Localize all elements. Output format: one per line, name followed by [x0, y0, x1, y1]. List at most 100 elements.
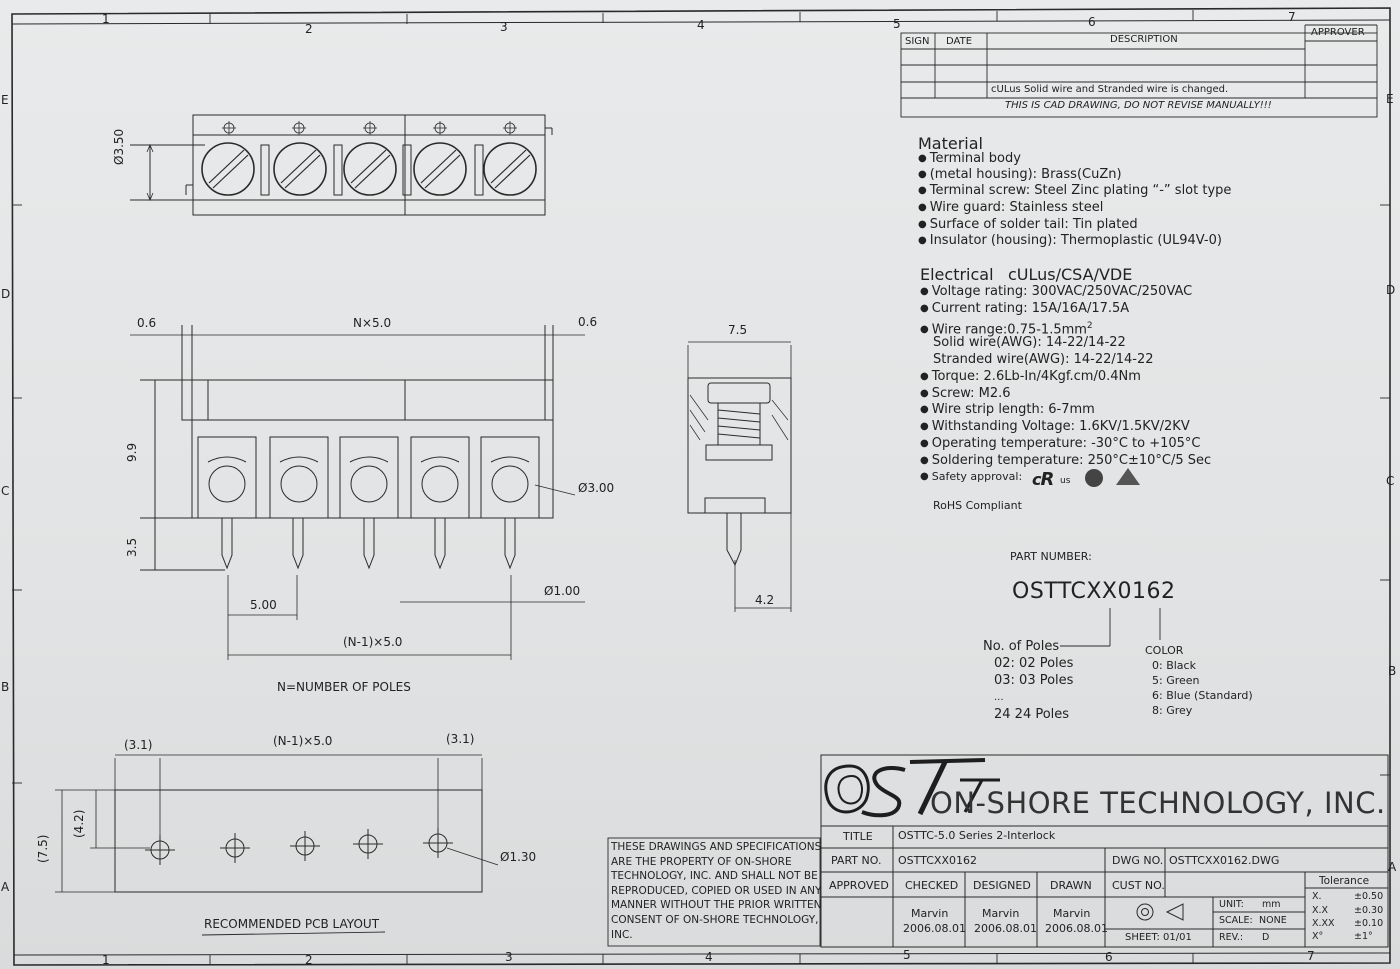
title-block-lines	[820, 754, 1389, 948]
tolerance-key: X.XX	[1312, 918, 1335, 929]
proprietary-box	[607, 837, 821, 947]
dim-pin-diameter: Ø1.00	[544, 584, 581, 598]
wire-range-superscript: 2	[1086, 321, 1093, 331]
designed-label: DESIGNED	[973, 879, 1031, 892]
rev-label: REV.:	[1219, 932, 1244, 943]
color-option: 8: Grey	[1152, 704, 1193, 717]
zone-top-3: 3	[500, 20, 508, 34]
material-item: Surface of solder tail: Tin plated	[918, 217, 1138, 235]
material-item: Wire guard: Stainless steel	[918, 200, 1104, 218]
rev-header-sign: SIGN	[905, 36, 930, 47]
ost-logo-mark	[824, 758, 1000, 818]
dwgno-label: DWG NO.	[1112, 854, 1164, 867]
dim-side-offset: 4.2	[755, 593, 775, 607]
zone-bottom-3: 3	[505, 950, 513, 964]
csa-logo-icon	[1085, 469, 1103, 487]
electrical-current: Current rating: 15A/16A/17.5A	[920, 301, 1129, 319]
scale-value: NONE	[1259, 915, 1287, 926]
rev-header-approver: APPROVER	[1311, 27, 1365, 38]
checked-date: 2006.08.01	[903, 922, 966, 935]
zone-bottom-5: 5	[903, 948, 911, 962]
proprietary-line: ARE THE PROPERTY OF ON-SHORE	[611, 855, 792, 868]
zone-bottom-1: 1	[102, 953, 110, 967]
color-heading: COLOR	[1145, 644, 1184, 657]
tolerance-value: ±0.30	[1354, 905, 1384, 916]
electrical-voltage: Voltage rating: 300VAC/250VAC/250VAC	[920, 284, 1193, 302]
sheet-border	[11, 7, 1391, 966]
zone-right-b: B	[1388, 664, 1397, 678]
zone-top-4: 4	[697, 18, 705, 32]
part-number-label: PART NUMBER:	[1010, 550, 1092, 563]
designed-name: Marvin	[982, 907, 1020, 920]
zone-bottom-7: 7	[1307, 949, 1315, 963]
pcb-hole-diameter: Ø1.30	[500, 850, 537, 864]
zone-top-2: 2	[305, 22, 313, 36]
zone-ticks	[12, 10, 1390, 965]
zone-right-d: D	[1386, 283, 1396, 297]
color-option: 5: Green	[1152, 674, 1200, 687]
pcb-left-offset: (3.1)	[124, 738, 153, 752]
poles-option: 24 24 Poles	[994, 707, 1070, 722]
pcb-height: (7.5)	[36, 834, 50, 863]
tolerance-key: X°	[1312, 931, 1324, 942]
proprietary-line: MANNER WITHOUT THE PRIOR WRITTEN	[611, 899, 822, 912]
company-name: ON-SHORE TECHNOLOGY, INC.	[930, 786, 1386, 820]
rohs-compliant: RoHS Compliant	[933, 499, 1022, 512]
zone-bottom-4: 4	[705, 950, 713, 964]
part-number-value: OSTTCXX0162	[1012, 579, 1176, 604]
dim-height: 9.9	[125, 442, 139, 462]
unit-value: mm	[1262, 899, 1281, 910]
title-label: TITLE	[843, 830, 873, 843]
zone-left-c: C	[1, 484, 10, 498]
poles-option: ...	[994, 692, 1004, 703]
electrical-wire-range: Wire range:0.75-1.5mm2	[920, 318, 1093, 340]
dim-left-margin: 0.6	[137, 316, 157, 330]
material-item: Terminal screw: Steel Zinc plating “-” s…	[918, 183, 1232, 201]
zone-left-b: B	[1, 680, 10, 694]
part-number-callouts	[1060, 608, 1161, 647]
custno-label: CUST NO.	[1112, 879, 1165, 892]
rev-header-description: DESCRIPTION	[1110, 34, 1178, 45]
pcb-holes	[145, 828, 453, 865]
material-item: (metal housing): Brass(CuZn)	[918, 167, 1122, 185]
material-item: Insulator (housing): Thermoplastic (UL94…	[918, 233, 1222, 251]
drawn-label: DRAWN	[1050, 879, 1092, 892]
electrical-torque: Torque: 2.6Lb-In/4Kgf.cm/0.4Nm	[920, 369, 1141, 387]
dim-right-margin: 0.6	[578, 315, 598, 329]
ul-logo-icon: cR	[1032, 469, 1054, 490]
top-view	[130, 114, 553, 216]
tolerance-value: ±0.50	[1354, 891, 1384, 902]
partno-value: OSTTCXX0162	[898, 854, 977, 867]
zone-left-e: E	[1, 93, 9, 107]
poles-heading: No. of Poles	[983, 639, 1060, 654]
ul-mark-suffix: us	[1060, 476, 1071, 486]
pcb-span: (N-1)×5.0	[273, 734, 333, 748]
poles-note: N=NUMBER OF POLES	[277, 680, 411, 694]
rev-cad-note: THIS IS CAD DRAWING, DO NOT REVISE MANUA…	[1005, 100, 1272, 111]
side-view	[687, 341, 792, 612]
zone-left-a: A	[1, 880, 10, 894]
tolerance-value: ±0.10	[1354, 918, 1384, 929]
electrical-withstand: Withstanding Voltage: 1.6KV/1.5KV/2KV	[920, 419, 1190, 437]
electrical-approvals: cULus/CSA/VDE	[1008, 265, 1133, 284]
zone-right-c: C	[1386, 474, 1395, 488]
poles-option: 02: 02 Poles	[994, 656, 1074, 671]
zone-top-6: 6	[1088, 15, 1096, 29]
scale-label: SCALE:	[1219, 915, 1253, 926]
checked-name: Marvin	[911, 907, 949, 920]
rev-value: D	[1262, 932, 1270, 943]
zone-top-5: 5	[893, 17, 901, 31]
wire-range-text: Wire range:0.75-1.5mm	[931, 322, 1087, 338]
tolerance-heading: Tolerance	[1319, 875, 1370, 887]
color-option: 6: Blue (Standard)	[1152, 689, 1253, 702]
electrical-solid-wire: Solid wire(AWG): 14-22/14-22	[933, 335, 1126, 350]
rev-header-date: DATE	[946, 36, 973, 47]
dwgno-value: OSTTCXX0162.DWG	[1169, 854, 1280, 867]
front-view-clamps	[197, 436, 540, 519]
approved-label: APPROVED	[829, 879, 889, 892]
bottom-zone-line	[13, 952, 1391, 956]
dim-top-diameter: Ø3.50	[112, 128, 126, 165]
zone-bottom-6: 6	[1105, 950, 1113, 964]
material-item: Terminal body	[918, 151, 1021, 169]
